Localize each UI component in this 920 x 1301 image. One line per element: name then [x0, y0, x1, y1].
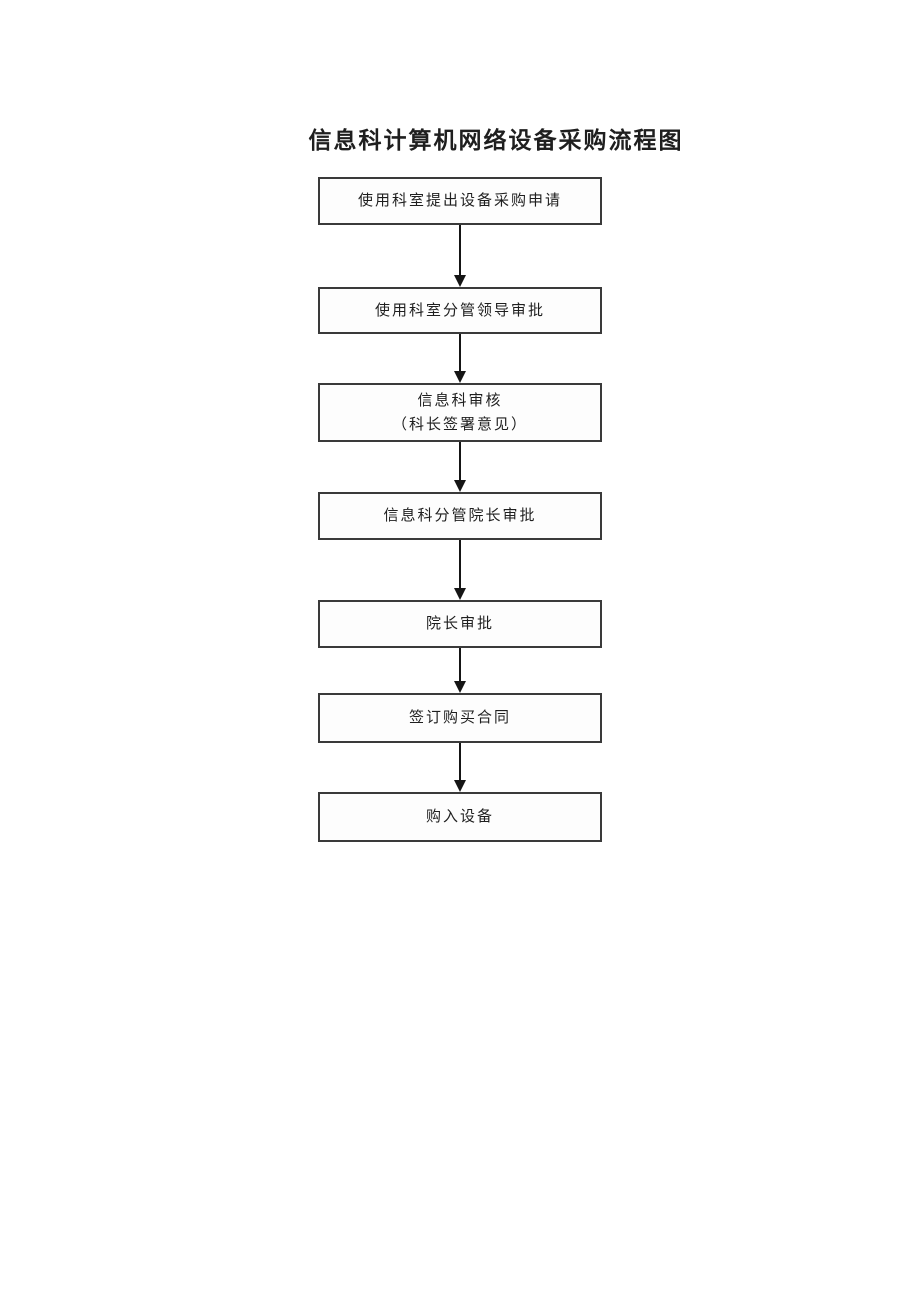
arrowhead-down-icon [454, 588, 466, 600]
arrowhead-down-icon [454, 780, 466, 792]
flow-step-request: 使用科室提出设备采购申请 [318, 177, 602, 225]
flow-step-it-dept-review: 信息科审核 （科长签署意见） [318, 383, 602, 442]
arrow-line [459, 743, 461, 781]
arrowhead-down-icon [454, 371, 466, 383]
flow-step-vice-president-approval: 信息科分管院长审批 [318, 492, 602, 540]
arrowhead-down-icon [454, 480, 466, 492]
flow-step-label: 使用科室提出设备采购申请 [357, 193, 562, 209]
arrow-line [459, 334, 461, 372]
down-arrow-connector [452, 225, 468, 287]
flow-step-sign-contract: 签订购买合同 [318, 693, 602, 743]
flow-step-label: 购入设备 [425, 809, 494, 825]
arrow-line [459, 648, 461, 682]
arrow-line [459, 225, 461, 276]
page-title: 信息科计算机网络设备采购流程图 [308, 128, 684, 153]
arrowhead-down-icon [454, 681, 466, 693]
flow-step-president-approval: 院长审批 [318, 600, 602, 648]
flow-step-label: 院长审批 [425, 616, 494, 632]
arrow-line [459, 540, 461, 589]
flow-step-label: 信息科审核 （科长签署意见） [391, 392, 528, 433]
arrow-line [459, 442, 461, 481]
flow-step-label: 使用科室分管领导审批 [374, 302, 545, 319]
down-arrow-connector [452, 648, 468, 693]
down-arrow-connector [452, 540, 468, 600]
down-arrow-connector [452, 334, 468, 383]
flow-step-purchase-equipment: 购入设备 [318, 792, 602, 842]
down-arrow-connector [452, 743, 468, 792]
down-arrow-connector [452, 442, 468, 492]
flow-step-label: 信息科分管院长审批 [383, 508, 537, 524]
arrowhead-down-icon [454, 275, 466, 287]
flow-step-label: 签订购买合同 [408, 710, 511, 726]
flow-step-dept-leader-approval: 使用科室分管领导审批 [318, 287, 602, 334]
